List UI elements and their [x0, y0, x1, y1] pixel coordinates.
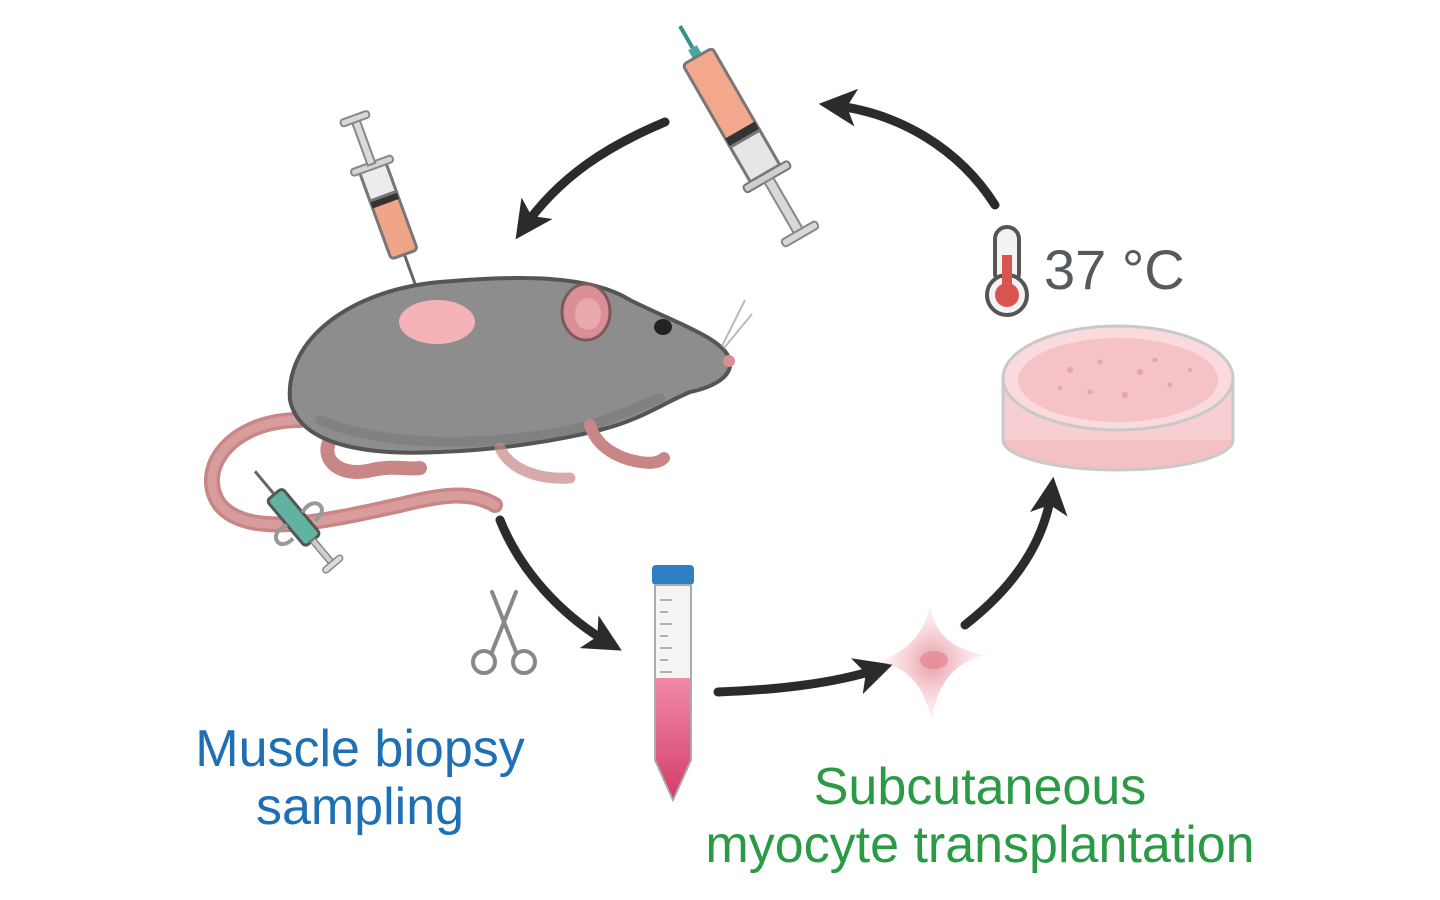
cycle-arrow-icon — [495, 515, 622, 651]
petri-dish-icon — [1001, 324, 1235, 472]
mouse-icon — [203, 276, 753, 533]
thermometer-icon — [985, 225, 1029, 317]
cycle-arrow-icon — [818, 88, 1000, 210]
syringe-icon — [253, 470, 344, 574]
transplantation-label: Subcutaneous myocyte transplantation — [630, 758, 1330, 874]
cycle-arrow-icon — [713, 658, 893, 697]
temperature-label: 37 °C — [1044, 238, 1185, 301]
myocyte-cell-icon — [880, 605, 985, 720]
transplant-line-2: myocyte transplantation — [705, 816, 1255, 875]
muscle-biopsy-label: Muscle biopsy sampling — [150, 720, 570, 836]
syringe-icon — [339, 110, 422, 299]
centrifuge-tube-icon — [652, 565, 694, 803]
cycle-arrow-icon — [960, 476, 1068, 630]
syringe-icon — [678, 25, 820, 248]
biopsy-line-2: sampling — [255, 778, 465, 837]
transplant-line-1: Subcutaneous — [813, 758, 1147, 816]
cycle-arrow-icon — [515, 117, 670, 240]
biopsy-line-1: Muscle biopsy — [195, 720, 525, 778]
scissors-icon — [471, 590, 537, 675]
